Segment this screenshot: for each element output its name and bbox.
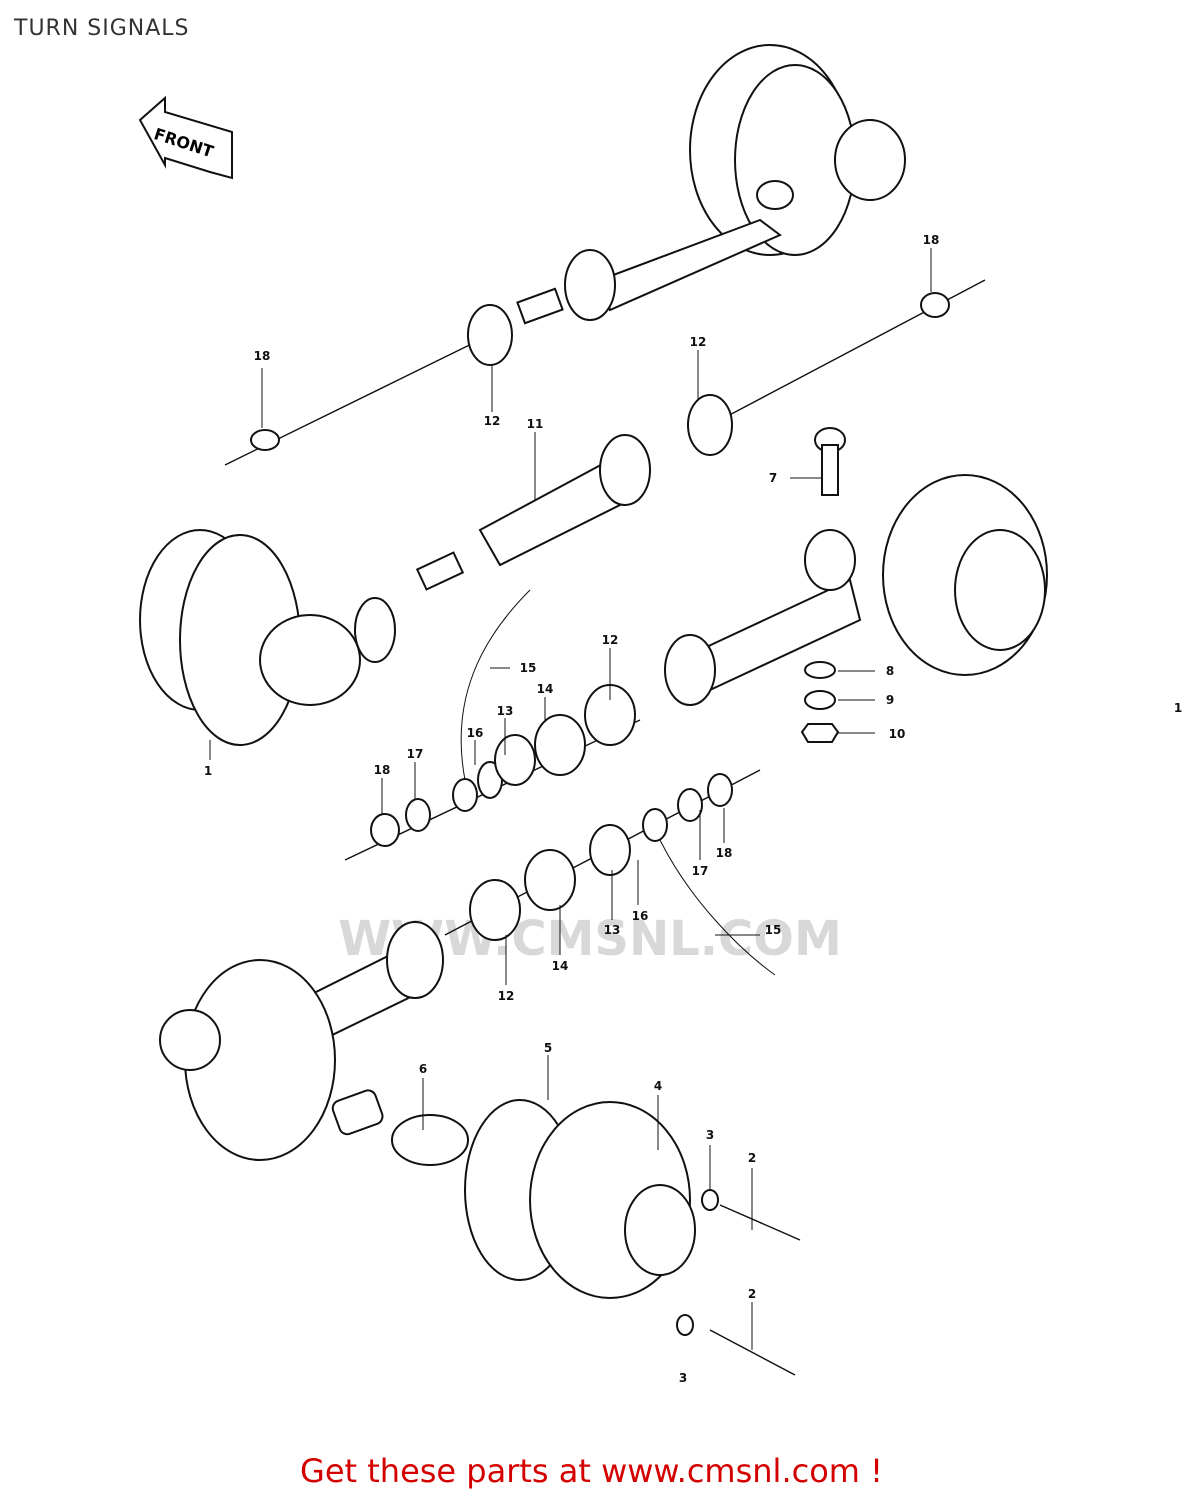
callout-10: 10 — [889, 727, 906, 741]
edge-mark: 1 — [1174, 701, 1182, 715]
callout-2-upper: 2 — [748, 1151, 756, 1165]
leader-lines — [209, 248, 932, 1350]
callout-18-lower: 18 — [716, 846, 733, 860]
turn-signal-lamp-left — [139, 529, 396, 746]
callout-18-middle: 18 — [374, 763, 391, 777]
callout-3-lower: 3 — [679, 1371, 687, 1385]
callout-13-lower: 13 — [604, 923, 621, 937]
callout-4: 4 — [654, 1079, 662, 1093]
callout-7: 7 — [769, 471, 777, 485]
turn-signal-lamp-top — [516, 44, 906, 325]
callout-15-lower: 15 — [765, 923, 782, 937]
wire-lead-top — [224, 279, 986, 466]
callout-18-top-right: 18 — [923, 233, 940, 247]
callout-16-lower: 16 — [632, 909, 649, 923]
signal-stem-11 — [415, 434, 651, 591]
callout-3-upper: 3 — [706, 1128, 714, 1142]
callout-14-middle: 14 — [537, 682, 554, 696]
callout-15-middle: 15 — [520, 661, 537, 675]
callout-2-lower: 2 — [748, 1287, 756, 1301]
hardware-8-9-10 — [800, 661, 840, 743]
lower-hardware-stack — [444, 769, 776, 976]
bolt-7 — [814, 427, 846, 496]
callout-16-middle: 16 — [467, 726, 484, 740]
turn-signal-lamp-right — [664, 474, 1048, 706]
page-title: TURN SIGNALS — [14, 16, 190, 41]
callout-11: 11 — [527, 417, 544, 431]
callout-18-top-left: 18 — [254, 349, 271, 363]
callout-12-middle: 12 — [602, 633, 619, 647]
turn-signal-lamp-lower — [159, 921, 444, 1161]
bulb-6 — [331, 1089, 469, 1166]
callout-9: 9 — [886, 693, 894, 707]
callout-12-top-right: 12 — [690, 335, 707, 349]
callout-12-top-left: 12 — [484, 414, 501, 428]
callout-17-lower: 17 — [692, 864, 709, 878]
callout-5: 5 — [544, 1041, 552, 1055]
callout-17-middle: 17 — [407, 747, 424, 761]
callout-14-lower: 14 — [552, 959, 569, 973]
callout-12-lower: 12 — [498, 989, 515, 1003]
screws-2-washers-3 — [676, 1189, 801, 1376]
callout-13-middle: 13 — [497, 704, 514, 718]
callout-1: 1 — [204, 764, 212, 778]
exploded-parts-diagram: WWW.CMSNL.COM FRONT — [138, 44, 1182, 1385]
callout-8: 8 — [886, 664, 894, 678]
front-arrow-icon: FRONT — [138, 95, 233, 180]
middle-hardware-stack — [344, 589, 641, 861]
footer-cmsnl-link[interactable]: Get these parts at www.cmsnl.com ! — [300, 1452, 883, 1490]
callout-labels: 1 2 2 3 3 4 5 6 7 8 9 10 11 12 12 12 12 … — [204, 233, 1182, 1385]
callout-6: 6 — [419, 1062, 427, 1076]
lens-4-gasket-5 — [464, 1099, 696, 1299]
